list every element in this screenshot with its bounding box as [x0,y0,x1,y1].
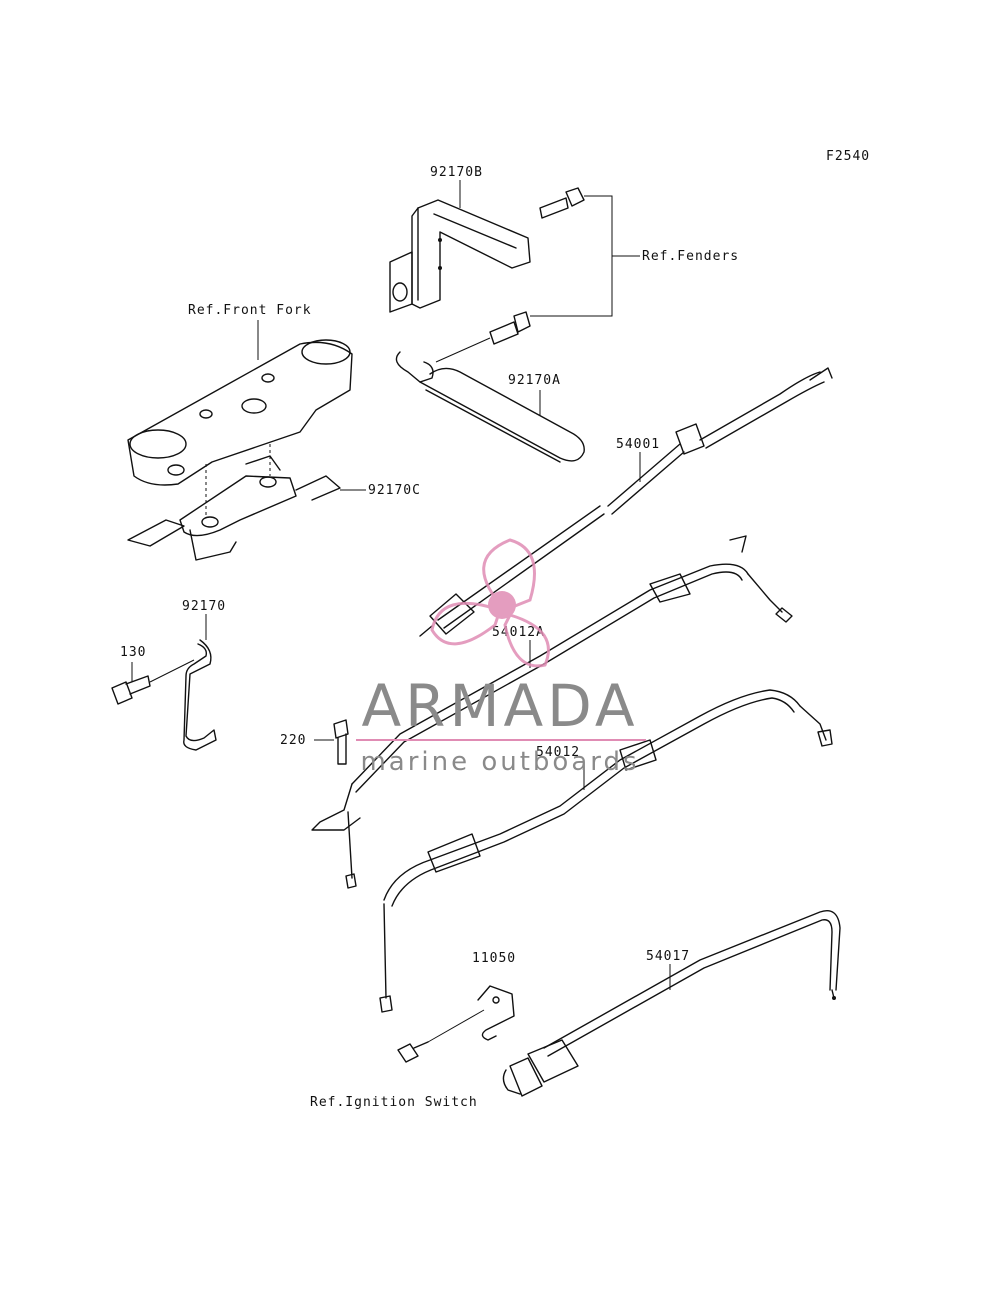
figure-code: F2540 [826,149,870,164]
label-ref-ignition-switch: Ref.Ignition Switch [310,1095,478,1110]
label-11050: 11050 [472,951,516,966]
cable-54017 [502,910,841,1097]
clamp-92170A [395,351,585,463]
bolt-lower [489,311,531,345]
label-54012: 54012 [536,745,580,760]
bracket-11050 [477,985,515,1041]
clip-92170C [127,455,341,561]
watermark-brand: ARMADA [361,672,638,740]
label-92170: 92170 [182,599,226,614]
bolt-upper [539,187,585,219]
cable-54012 [379,689,833,1013]
label-92170C: 92170C [368,483,421,498]
label-ref-front-fork: Ref.Front Fork [188,303,312,318]
label-220: 220 [280,733,306,748]
bolt-11050 [397,1041,429,1063]
cable-54012A [311,535,793,889]
label-92170A: 92170A [508,373,561,388]
cable-54001 [419,367,833,637]
bracket-92170 [183,639,217,751]
label-54017: 54017 [646,949,690,964]
bracket-92170B [389,199,531,313]
watermark-logo [430,538,550,668]
bolt-220 [333,719,349,765]
label-ref-fenders: Ref.Fenders [642,249,739,264]
bolt-130 [111,675,151,705]
watermark-tagline: marine outboards [360,747,639,777]
front-fork-bracket [127,339,353,486]
label-54001: 54001 [616,437,660,452]
label-92170B: 92170B [430,165,483,180]
label-130: 130 [120,645,146,660]
